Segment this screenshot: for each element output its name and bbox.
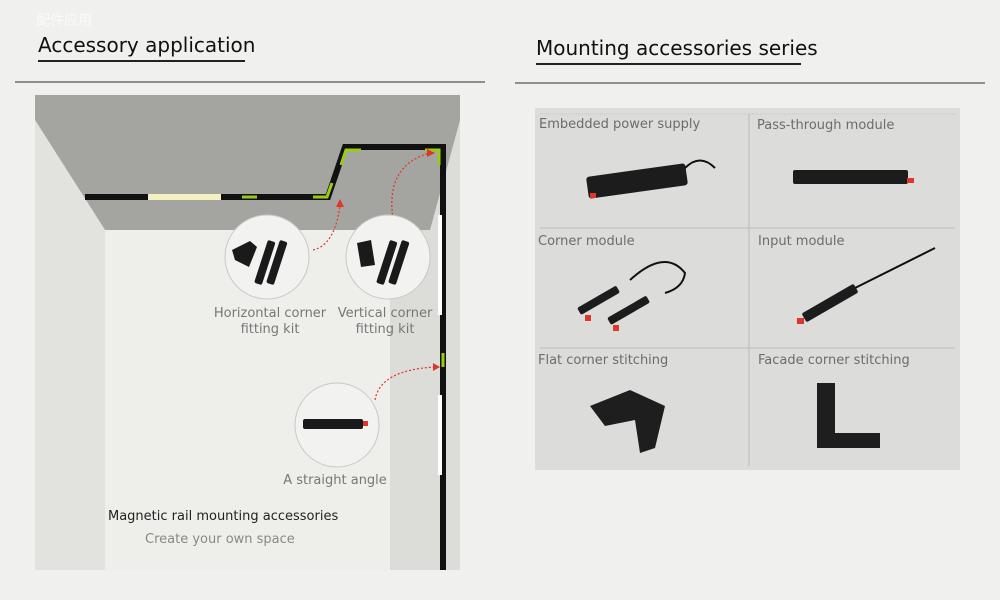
- callout-straight-angle: A straight angle: [283, 473, 387, 488]
- input-module-image: [797, 247, 936, 324]
- cell-label-pass-through-module: Pass-through module: [757, 118, 895, 133]
- callout-line: fitting kit: [240, 322, 300, 337]
- facade-corner-stitching-image: [817, 383, 880, 448]
- mounting-series-title: Mounting accessories series: [536, 36, 818, 60]
- straight-angle-image: [294, 382, 380, 468]
- section-divider: [15, 81, 485, 83]
- callout-line: fitting kit: [355, 322, 415, 337]
- cell-label-facade-corner-stitching: Facade corner stitching: [758, 353, 910, 368]
- accessory-application-title: Accessory application: [38, 33, 256, 57]
- embedded-power-supply-image: [586, 159, 716, 199]
- pass-through-module-image: [793, 170, 914, 184]
- callout-line: Vertical corner: [337, 306, 433, 321]
- title-underline: [38, 60, 245, 62]
- subtagline: Create your own space: [145, 532, 295, 547]
- cell-label-input-module: Input module: [758, 234, 845, 249]
- callout-line: Horizontal corner: [213, 306, 327, 321]
- horizontal-corner-kit-image: [224, 214, 310, 300]
- ghost-title: 配件应用: [36, 13, 92, 29]
- accessories-grid: Embedded power supply Pass-through modul…: [535, 108, 960, 470]
- cell-label-corner-module: Corner module: [538, 234, 635, 249]
- corner-module-image: [577, 261, 687, 331]
- flat-corner-stitching-image: [590, 390, 665, 453]
- room-illustration: [35, 95, 460, 575]
- cell-label-embedded-power-supply: Embedded power supply: [539, 117, 701, 132]
- tagline: Magnetic rail mounting accessories: [108, 509, 339, 524]
- title-underline: [536, 63, 801, 65]
- section-divider: [515, 82, 985, 84]
- cell-label-flat-corner-stitching: Flat corner stitching: [538, 353, 669, 368]
- vertical-corner-kit-image: [345, 214, 431, 300]
